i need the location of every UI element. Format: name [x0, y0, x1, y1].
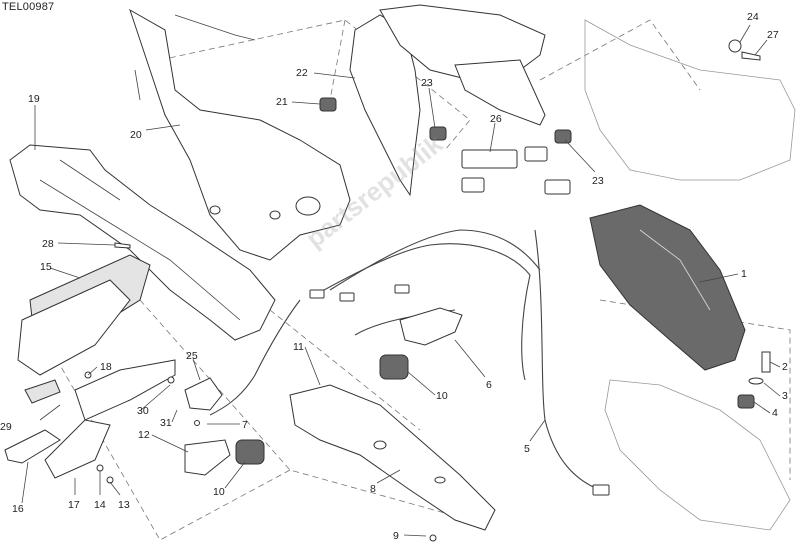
callout-31: 31 — [160, 417, 172, 429]
callout-10: 10 — [436, 390, 448, 402]
callout-9: 9 — [393, 530, 399, 542]
callout-25: 25 — [186, 350, 198, 362]
callout-24: 24 — [747, 11, 759, 23]
part-4-grommet — [737, 394, 755, 409]
part-10-bellows-b — [235, 439, 265, 465]
callout-14: 14 — [94, 499, 106, 511]
callout-12: 12 — [138, 429, 150, 441]
callout-16: 16 — [12, 503, 24, 515]
part-23-grommet-b — [554, 129, 572, 144]
callout-28: 28 — [42, 238, 54, 250]
part-16-light — [4, 429, 61, 464]
diagram-code: TEL00987 — [2, 1, 55, 13]
lower-subframe-outline — [604, 379, 791, 531]
part-26-connector — [461, 149, 518, 169]
part-25-bracket — [184, 377, 223, 411]
callout-labels: 1 2 3 4 5 6 7 8 9 10 10 11 12 13 14 15 1… — [0, 11, 788, 542]
callout-18: 18 — [100, 361, 112, 373]
part-30-bracket — [74, 359, 176, 421]
part-22-fin — [454, 59, 546, 126]
callout-1: 1 — [741, 268, 747, 280]
callout-23b: 23 — [592, 175, 604, 187]
callout-11: 11 — [293, 341, 304, 353]
callout-15: 15 — [40, 261, 52, 273]
part-24-washer — [728, 39, 742, 53]
callout-8: 8 — [370, 483, 376, 495]
callout-29: 29 — [0, 421, 12, 433]
callout-19: 19 — [28, 93, 40, 105]
part-2-bolt — [761, 351, 771, 373]
part-21-grommet — [319, 97, 337, 112]
leader-lines — [21, 24, 781, 537]
part-1-mudguard — [589, 204, 746, 371]
part-23-grommet — [429, 126, 447, 141]
callout-21: 21 — [276, 96, 288, 108]
part-19-side-frame — [9, 144, 276, 341]
callout-4: 4 — [772, 407, 778, 419]
callout-17: 17 — [68, 499, 80, 511]
callout-30: 30 — [137, 405, 149, 417]
callout-10b: 10 — [213, 486, 225, 498]
part-3-washer — [748, 377, 764, 385]
part-8-plate-support — [289, 384, 496, 531]
callout-2: 2 — [782, 361, 788, 373]
part-12-indicator — [184, 439, 231, 476]
part-5-wiring-harness — [209, 229, 610, 496]
part-15-plate-face — [17, 279, 131, 376]
part-27-screw — [741, 51, 761, 61]
callout-6: 6 — [486, 379, 492, 391]
callout-27: 27 — [767, 29, 779, 41]
callout-3: 3 — [782, 390, 788, 402]
callout-22: 22 — [296, 67, 308, 79]
callout-26: 26 — [490, 113, 502, 125]
callout-7: 7 — [242, 419, 248, 431]
part-17-holder — [44, 419, 111, 479]
part-6-indicator — [399, 307, 463, 346]
callout-20: 20 — [130, 129, 142, 141]
rear-subframe-outline — [584, 19, 796, 181]
part-10-bellows — [379, 354, 409, 380]
part-29-reflector — [24, 379, 61, 404]
part-20-bracket — [129, 8, 351, 261]
callout-5: 5 — [524, 443, 530, 455]
callout-13: 13 — [118, 499, 130, 511]
callout-23: 23 — [421, 77, 433, 89]
